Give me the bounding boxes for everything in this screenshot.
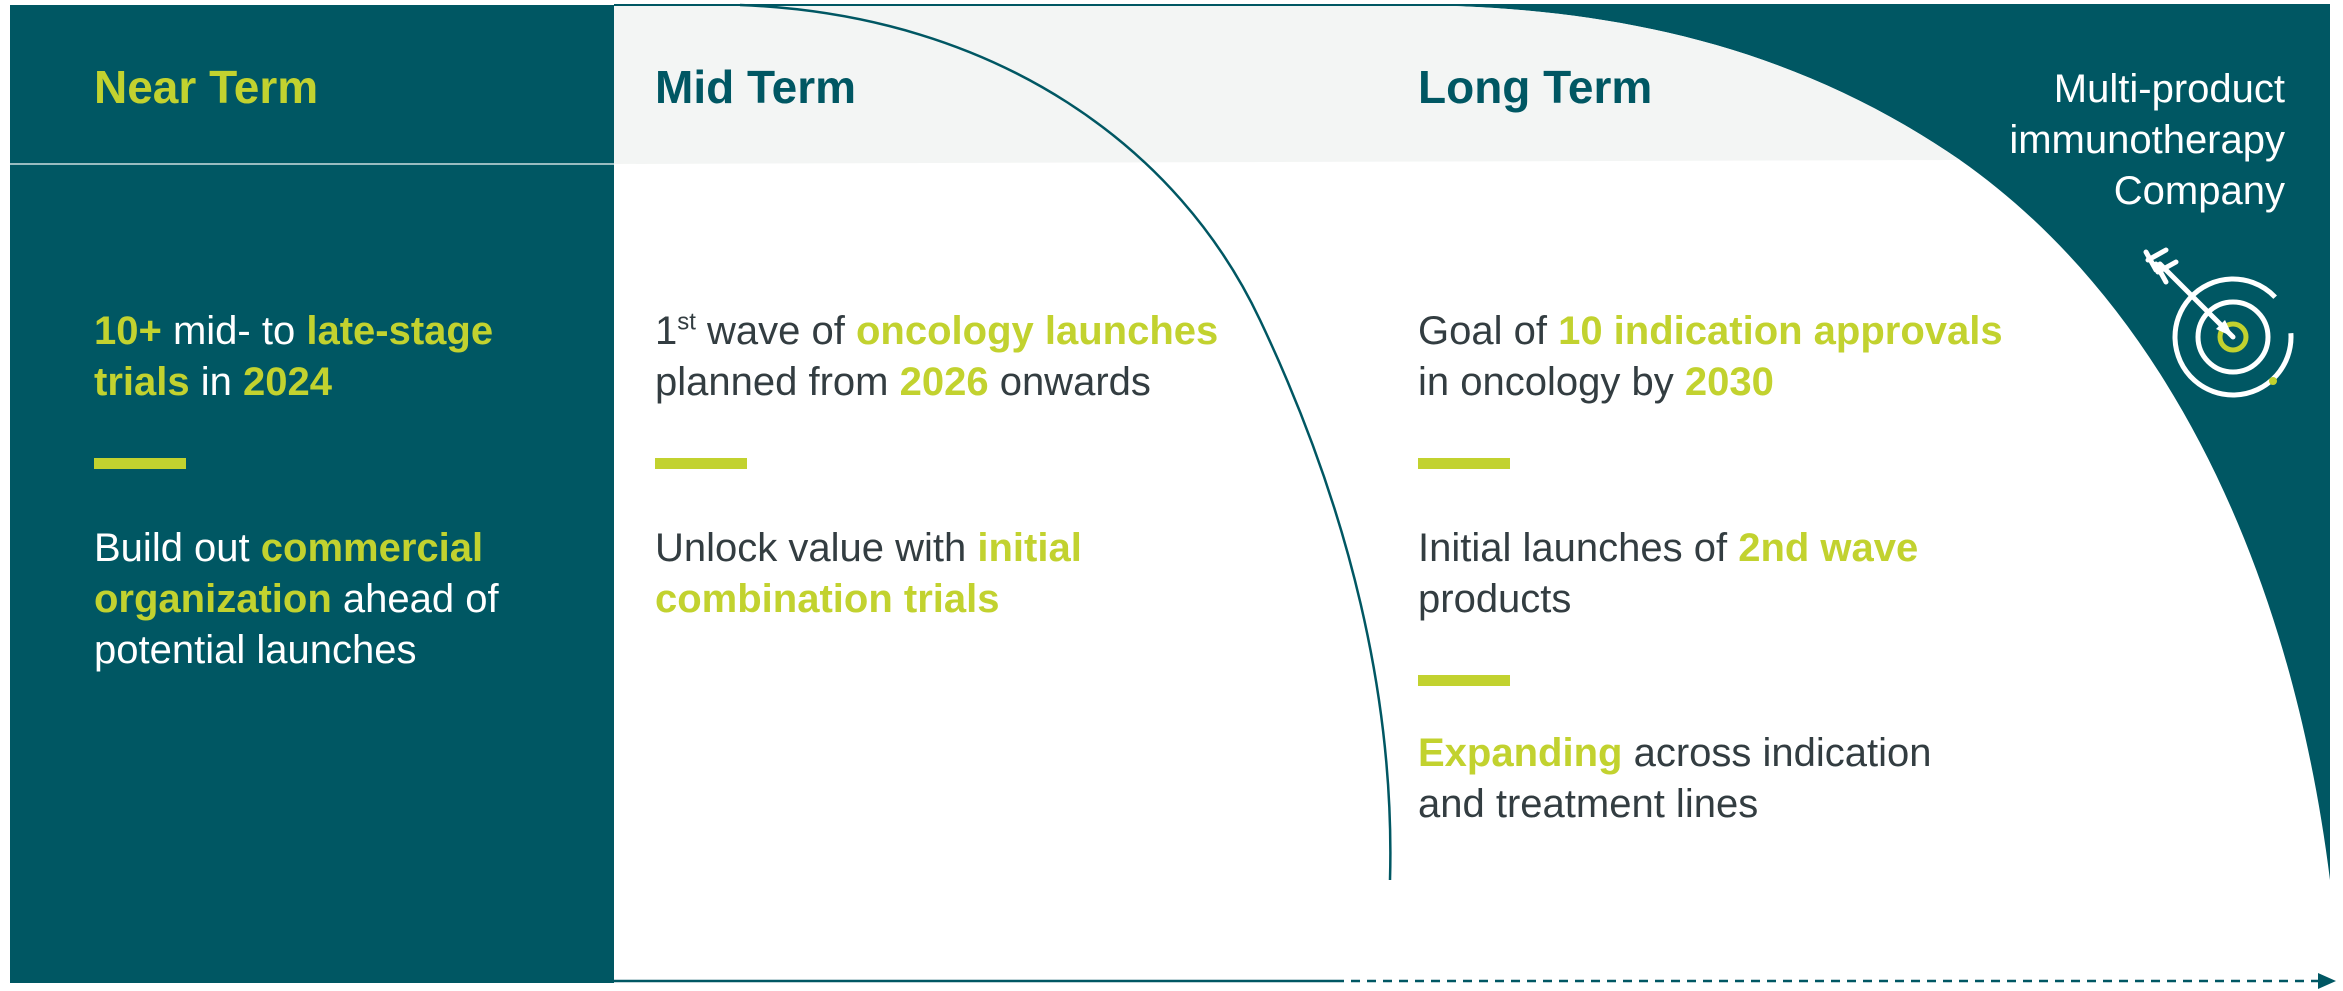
long-term-divider-bar-2 [1418,675,1510,686]
near-term-item-1: 10+ mid- to late-stage trials in 2024 [94,309,494,404]
near-term-item-2: Build out commercial organization ahead … [94,526,499,672]
near-term-divider-bar [94,458,186,469]
timeline-arrow-head [2318,973,2336,989]
near-term-panel [10,5,614,983]
goal-label: Multi-product immunotherapy Company [1885,64,2285,217]
long-term-item-3: Expanding across indication and treatmen… [1418,731,1932,826]
mid-term-arc [739,3,1392,881]
long-term-teal-arc [1400,5,2330,880]
long-term-title: Long Term [1418,61,1653,113]
goal-line-3: Company [2113,169,2285,213]
goal-line-1: Multi-product [2053,67,2285,111]
mid-term-item-1: 1st wave of oncology launches planned fr… [655,308,1219,404]
mid-term-item-2: Unlock value with initial combination tr… [655,526,1082,621]
long-term-item-1: Goal of 10 indication approvals in oncol… [1418,309,2003,404]
mid-term-title: Mid Term [655,61,857,113]
near-term-title: Near Term [94,61,319,113]
target-arrow-icon [2143,247,2294,398]
long-term-divider-bar-1 [1418,458,1510,469]
long-term-item-2: Initial launches of 2nd wave products [1418,526,1919,621]
mid-term-divider-bar [655,458,747,469]
goal-line-2: immunotherapy [2009,118,2285,162]
